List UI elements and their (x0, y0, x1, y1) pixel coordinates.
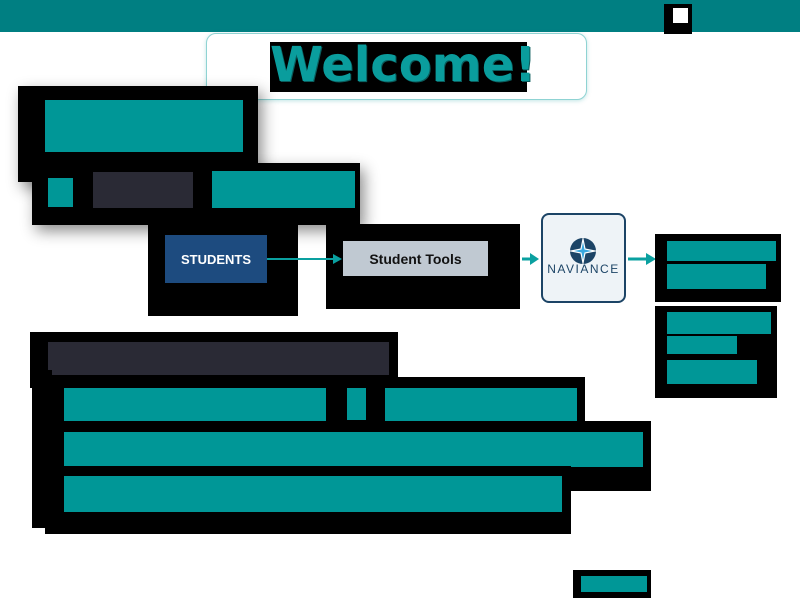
redacted-right-link-4[interactable] (667, 336, 737, 354)
redacted-row-2-link[interactable] (64, 432, 643, 467)
redacted-right-link-2[interactable] (667, 264, 766, 289)
naviance-logo-text: NAVIANCE (547, 262, 620, 276)
redacted-right-link-3[interactable] (667, 312, 771, 334)
welcome-heading: Welcome! (270, 37, 537, 93)
redacted-link-block[interactable] (212, 171, 355, 208)
student-tools-button[interactable]: Student Tools (343, 241, 488, 276)
redacted-row-1-link-a[interactable] (64, 388, 326, 421)
redacted-row-3-link[interactable] (64, 476, 562, 512)
students-button[interactable]: STUDENTS (165, 235, 267, 283)
redacted-right-link-1[interactable] (667, 241, 776, 261)
redacted-section-header (48, 342, 389, 375)
welcome-backdrop (270, 42, 527, 92)
redacted-right-link-5[interactable] (667, 360, 757, 384)
redacted-bottom-link[interactable] (581, 576, 647, 592)
redacted-small-block (48, 178, 73, 207)
top-bar-button-icon (673, 8, 688, 23)
redacted-row-1-link-c[interactable] (385, 388, 577, 421)
compass-icon (568, 236, 598, 266)
redacted-title-block (45, 100, 243, 152)
redacted-row-1-link-b[interactable] (347, 388, 366, 420)
redacted-dark-block (93, 172, 193, 208)
